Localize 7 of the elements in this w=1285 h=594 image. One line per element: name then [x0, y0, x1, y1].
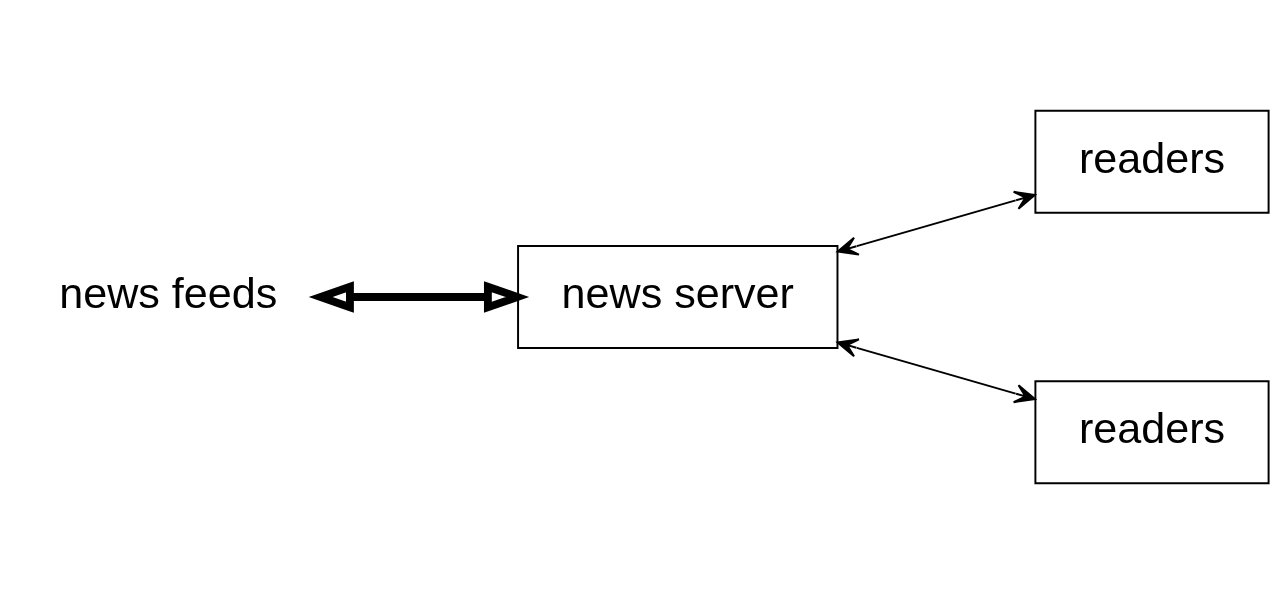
arrow [836, 338, 1036, 404]
node-text: news feeds [59, 268, 278, 317]
arrow [836, 190, 1036, 256]
arrow [308, 281, 530, 313]
node-box: readers [1034, 109, 1270, 214]
node-box: readers [1034, 380, 1270, 485]
node-box: news server [517, 245, 839, 349]
